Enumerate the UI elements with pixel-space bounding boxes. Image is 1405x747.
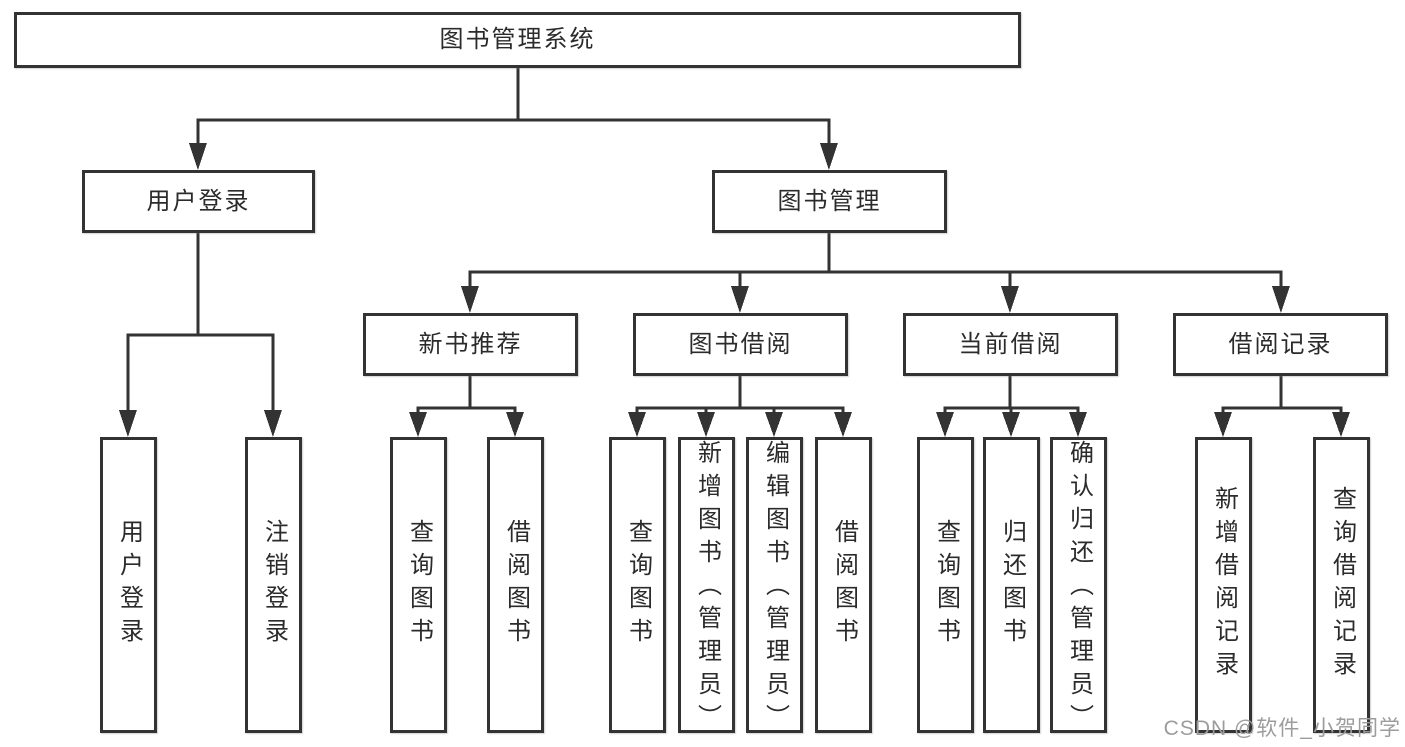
- connector-new-book-children: [409, 376, 524, 437]
- node-borrow-records-label: 借阅记录: [1228, 330, 1333, 358]
- leaf-logout: 注销登录: [245, 437, 302, 733]
- leaf-query-books-borrow-label: 查询图书: [624, 519, 652, 651]
- node-current-borrow-label: 当前借阅: [958, 330, 1063, 358]
- node-new-book-recommend-label: 新书推荐: [418, 330, 523, 358]
- leaf-add-borrow-record: 新增借阅记录: [1195, 437, 1252, 733]
- node-book-borrow: 图书借阅: [633, 313, 848, 376]
- connector-current-borrow-children: [936, 376, 1087, 437]
- leaf-add-book-admin: 新增图书（管理员）: [678, 437, 735, 737]
- leaf-borrow-books-new: 借阅图书: [487, 437, 544, 733]
- connector-user-login-children: [119, 233, 282, 437]
- leaf-return-book: 归还图书: [983, 437, 1040, 733]
- connector-book-borrow-children: [628, 376, 852, 437]
- leaf-borrow-books-label: 借阅图书: [830, 519, 858, 651]
- leaf-confirm-return-admin: 确认归还（管理员）: [1050, 437, 1107, 737]
- node-book-management-label: 图书管理: [777, 187, 882, 215]
- node-root-label: 图书管理系统: [439, 26, 596, 53]
- leaf-borrow-books: 借阅图书: [815, 437, 872, 733]
- node-book-management: 图书管理: [712, 170, 947, 233]
- connector-borrow-records-children: [1214, 376, 1350, 437]
- leaf-query-borrow-record-label: 查询借阅记录: [1328, 486, 1356, 684]
- leaf-query-borrow-record: 查询借阅记录: [1313, 437, 1370, 733]
- node-root: 图书管理系统: [14, 12, 1021, 68]
- node-new-book-recommend: 新书推荐: [363, 313, 578, 376]
- leaf-query-books-current-label: 查询图书: [932, 519, 960, 651]
- leaf-query-books-current: 查询图书: [917, 437, 974, 733]
- node-current-borrow: 当前借阅: [903, 313, 1118, 376]
- connector-root-to-level2: [189, 68, 838, 170]
- watermark: CSDN @软件_小贺同学: [1163, 717, 1401, 740]
- node-borrow-records: 借阅记录: [1173, 313, 1388, 376]
- leaf-borrow-books-new-label: 借阅图书: [502, 519, 530, 651]
- leaf-query-books-new: 查询图书: [390, 437, 447, 733]
- leaf-edit-book-admin-label: 编辑图书（管理员）: [761, 440, 789, 737]
- node-book-borrow-label: 图书借阅: [688, 330, 793, 358]
- leaf-logout-label: 注销登录: [260, 519, 288, 651]
- connector-book-management-children: [461, 233, 1290, 313]
- leaf-user-login-label: 用户登录: [115, 519, 143, 651]
- leaf-return-book-label: 归还图书: [998, 519, 1026, 651]
- node-user-login: 用户登录: [82, 170, 315, 233]
- leaf-user-login: 用户登录: [100, 437, 157, 733]
- leaf-query-books-new-label: 查询图书: [405, 519, 433, 651]
- leaf-add-book-admin-label: 新增图书（管理员）: [693, 440, 721, 737]
- leaf-confirm-return-admin-label: 确认归还（管理员）: [1065, 440, 1093, 737]
- leaf-add-borrow-record-label: 新增借阅记录: [1210, 486, 1238, 684]
- node-user-login-label: 用户登录: [146, 187, 251, 215]
- leaf-query-books-borrow: 查询图书: [609, 437, 666, 733]
- leaf-edit-book-admin: 编辑图书（管理员）: [746, 437, 803, 737]
